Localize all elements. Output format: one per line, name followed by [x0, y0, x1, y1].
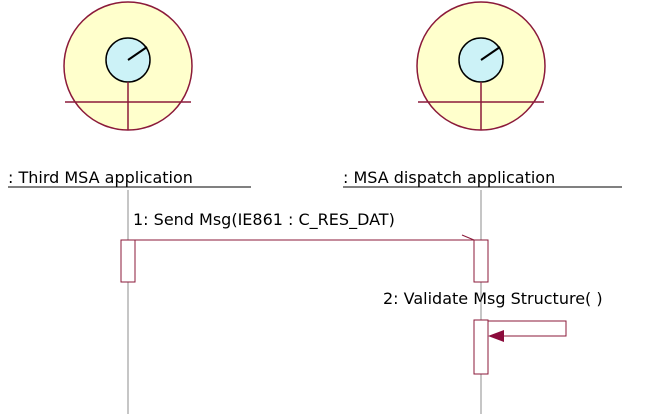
self-message-arrowhead	[488, 330, 504, 342]
boundary-actor-icon	[63, 1, 193, 131]
participant-label-third-msa: : Third MSA application	[8, 168, 193, 187]
self-message-arrow	[488, 320, 567, 337]
activation-bar	[120, 239, 136, 283]
participant-label-msa-dispatch: : MSA dispatch application	[343, 168, 555, 187]
message-label: 1: Send Msg(IE861 : C_RES_DAT)	[133, 210, 395, 230]
message-label: 2: Validate Msg Structure( )	[383, 289, 603, 308]
message-arrowhead	[461, 234, 475, 241]
boundary-actor-icon	[416, 1, 546, 131]
activation-bar	[473, 239, 489, 283]
activation-bar	[473, 319, 489, 375]
